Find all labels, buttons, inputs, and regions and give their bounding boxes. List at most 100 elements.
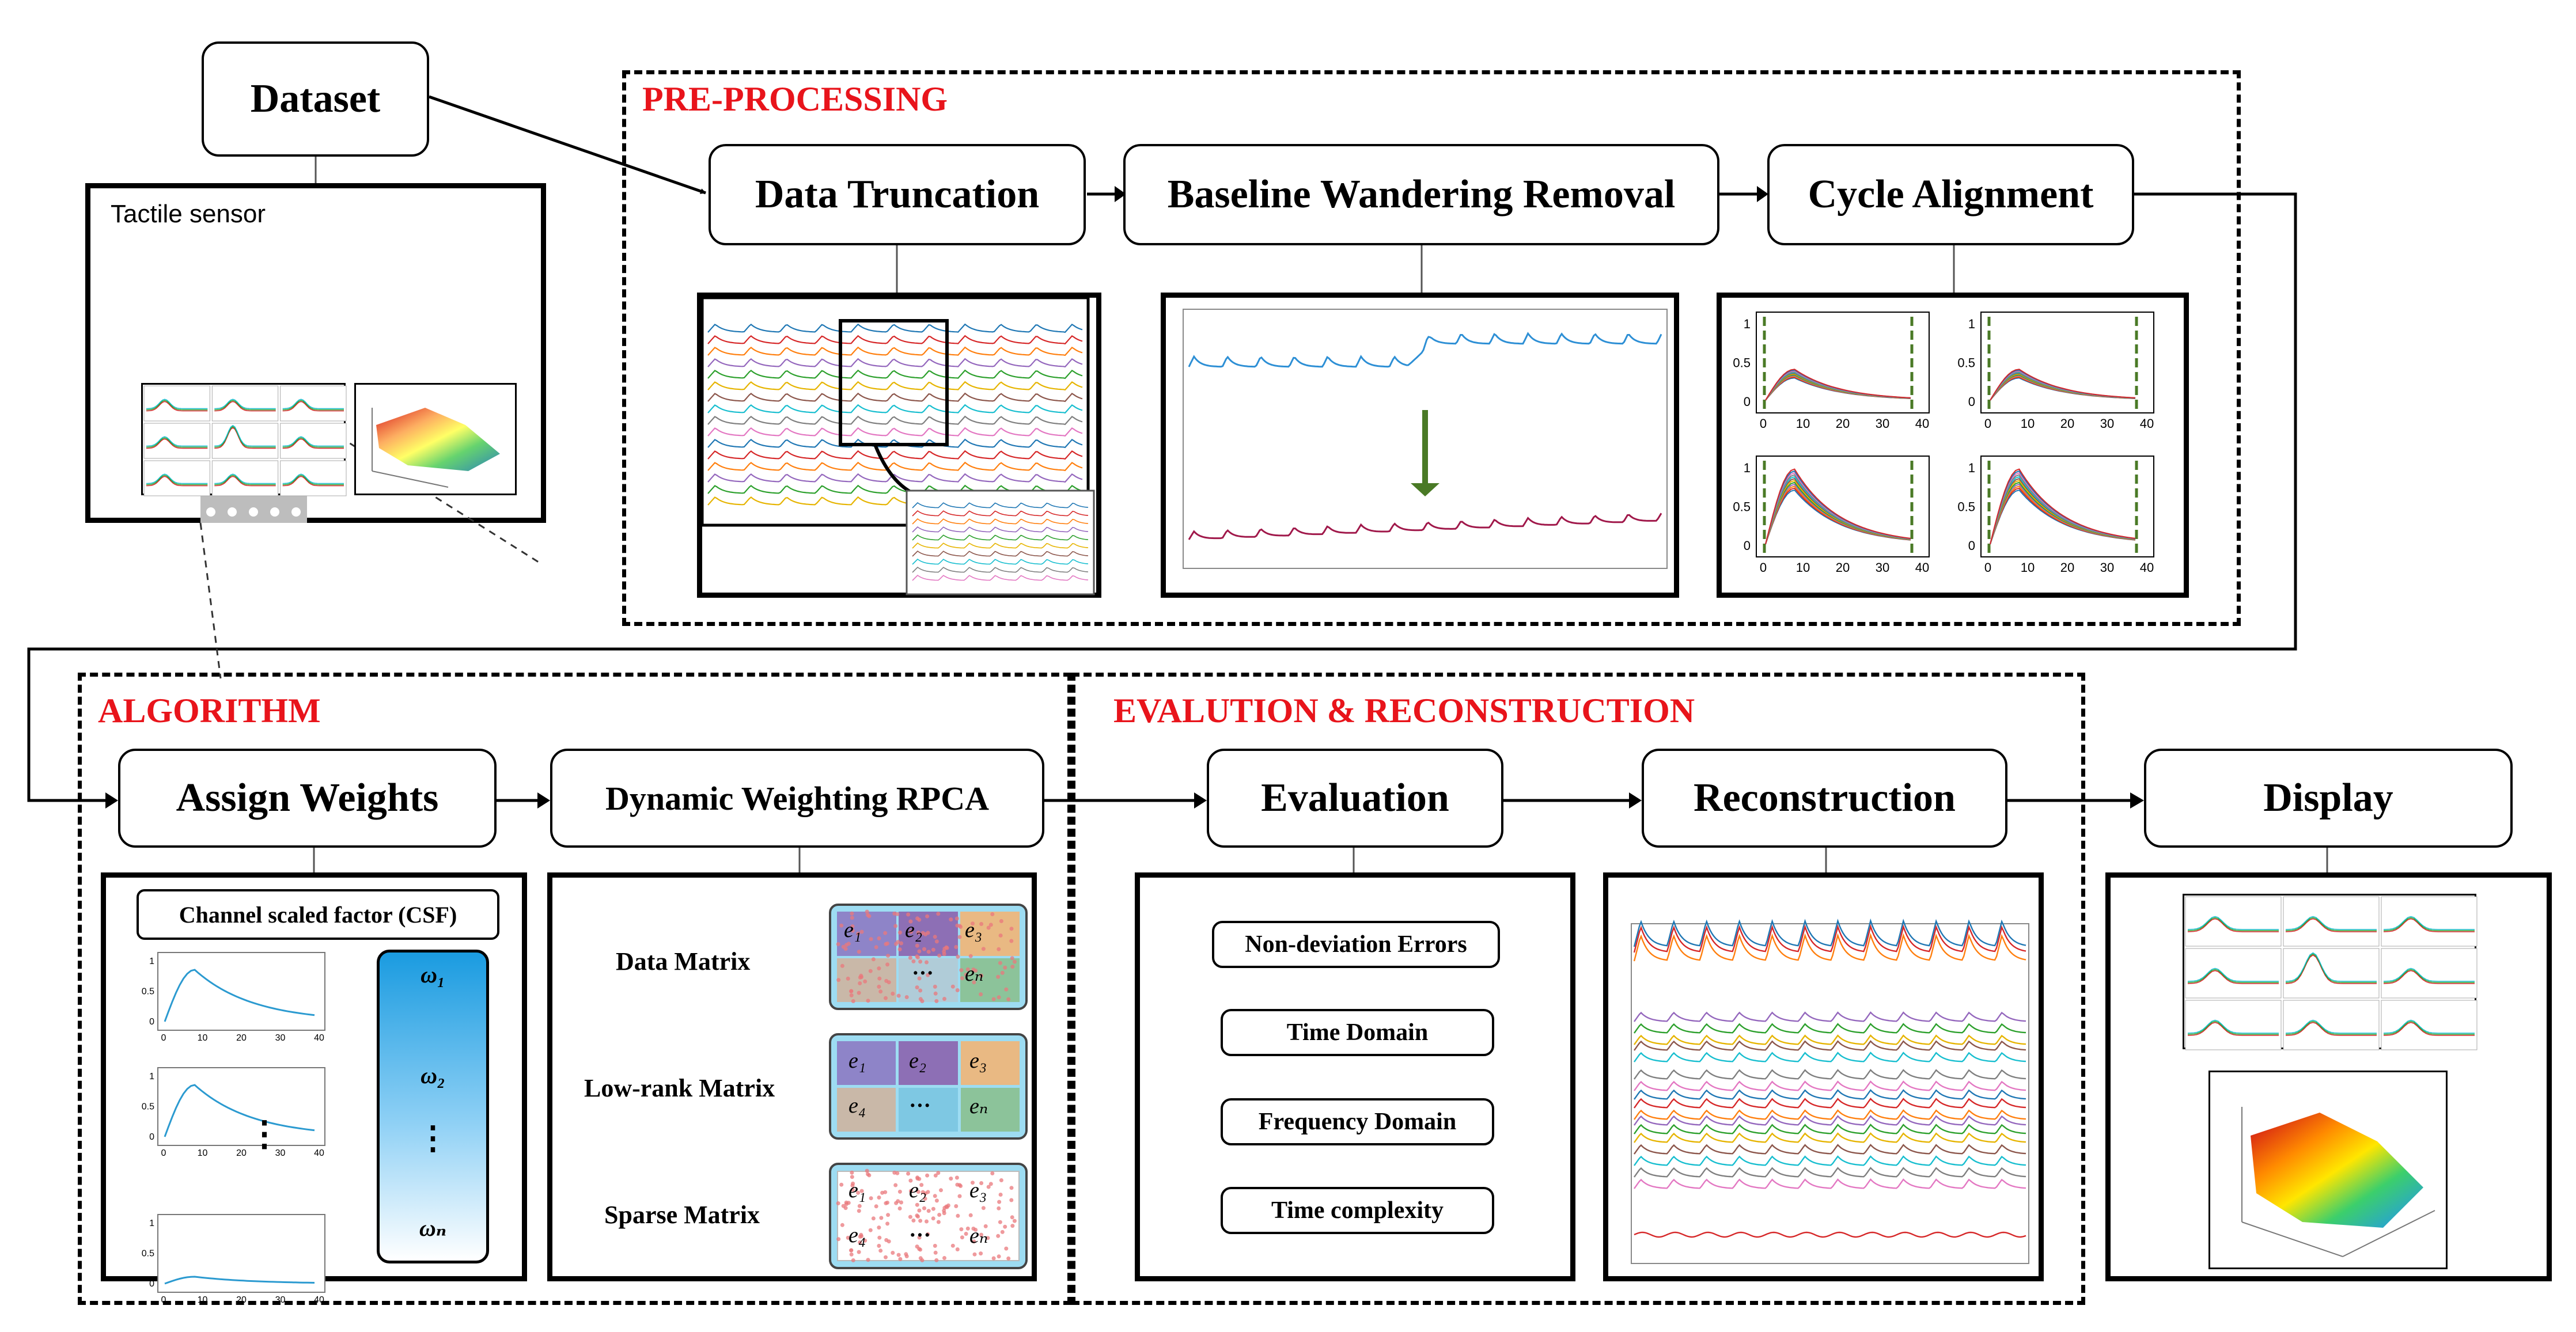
metric-frequency-domain: Frequency Domain: [1221, 1098, 1494, 1145]
low-rank-matrix-label: Low-rank Matrix: [584, 1074, 775, 1102]
sparse-cell-e3: e₃: [969, 1178, 987, 1202]
reconstruction-signal-plot: [1631, 918, 2029, 1264]
lowrank-cell-e3: e₃: [969, 1049, 987, 1073]
data-cell-en: eₙ: [965, 962, 984, 986]
svg-text:0: 0: [1760, 416, 1767, 431]
svg-text:30: 30: [275, 1295, 286, 1305]
svg-text:30: 30: [2100, 416, 2114, 431]
lowrank-cell-e2: e₂: [909, 1049, 927, 1073]
svg-text:1: 1: [1744, 317, 1751, 331]
sparse-cell-ellipsis: ···: [909, 1223, 931, 1247]
csf-label: Channel scaled factor (CSF): [137, 889, 499, 940]
svg-text:0: 0: [1744, 538, 1751, 553]
sensor-dot: [206, 507, 215, 517]
svg-text:30: 30: [275, 1033, 286, 1043]
sensor-dot: [291, 507, 301, 517]
svg-text:0: 0: [1968, 538, 1975, 553]
dataset-panel: Tactile sensor: [85, 183, 546, 679]
svg-text:0: 0: [161, 1033, 166, 1043]
display-channel-plots: [2183, 894, 2477, 1050]
reconstruction-panel: [1603, 872, 2044, 1281]
svg-text:0.5: 0.5: [1733, 356, 1751, 370]
svg-text:20: 20: [2060, 560, 2074, 575]
evaluation-frame: [1071, 673, 2085, 1305]
svg-text:40: 40: [314, 1295, 324, 1305]
svg-text:20: 20: [236, 1033, 247, 1043]
svg-text:20: 20: [1836, 560, 1850, 575]
truncation-signal-plot: [700, 296, 1095, 595]
svg-text:1: 1: [149, 957, 154, 966]
metric-time-domain: Time Domain: [1221, 1009, 1494, 1056]
svg-text:0: 0: [1760, 560, 1767, 575]
svg-text:0.5: 0.5: [1957, 356, 1975, 370]
sensor-dot: [270, 507, 279, 517]
svg-text:0.5: 0.5: [142, 1102, 154, 1112]
display-surface-plot: [2208, 1071, 2448, 1269]
arrow-dataset-truncation: [429, 95, 706, 195]
weight-2: ω₂: [421, 1062, 445, 1088]
truncation-panel: [697, 293, 1101, 598]
sparse-matrix: e₁ e₂ e₃ e₄ ··· eₙ: [829, 1163, 1028, 1269]
svg-text:1: 1: [1744, 461, 1751, 475]
lowrank-cell-e4: e₄: [848, 1094, 866, 1118]
sparse-cell-e4: e₄: [848, 1223, 866, 1247]
svg-text:0: 0: [1968, 394, 1975, 409]
weight-1: ω₁: [421, 962, 445, 988]
svg-text:0: 0: [149, 1279, 154, 1289]
weight-ellipsis: ⋮: [416, 1121, 449, 1156]
data-cell-ellipsis: ···: [912, 961, 934, 985]
assign-weights-node: Assign Weights: [118, 749, 497, 848]
svg-text:40: 40: [2140, 560, 2154, 575]
display-node: Display: [2144, 749, 2513, 848]
svg-text:20: 20: [2060, 416, 2074, 431]
data-cell-e1: e₁: [844, 918, 862, 942]
baseline-signal-plot: [1183, 309, 1668, 569]
svg-text:30: 30: [275, 1148, 286, 1158]
svg-text:20: 20: [236, 1295, 247, 1305]
algorithm-frame: [78, 673, 1071, 1305]
svg-text:0: 0: [149, 1132, 154, 1142]
svg-text:40: 40: [2140, 416, 2154, 431]
svg-text:1: 1: [149, 1219, 154, 1228]
preprocessing-title: PRE-PROCESSING: [642, 80, 948, 118]
sparse-cell-e1: e₁: [848, 1178, 866, 1202]
evaluation-panel: Non-deviation Errors Time Domain Frequen…: [1135, 872, 1575, 1281]
svg-text:1: 1: [1968, 317, 1975, 331]
svg-text:40: 40: [1915, 560, 1929, 575]
svg-text:30: 30: [1876, 416, 1889, 431]
svg-text:0.5: 0.5: [1733, 500, 1751, 514]
svg-text:0: 0: [149, 1017, 154, 1027]
svg-text:0.5: 0.5: [142, 1249, 154, 1259]
sensor-dot: [249, 507, 258, 517]
svg-text:0: 0: [161, 1295, 166, 1305]
svg-text:10: 10: [198, 1295, 208, 1305]
svg-text:0: 0: [1984, 416, 1991, 431]
svg-text:1: 1: [1968, 461, 1975, 475]
svg-text:10: 10: [2021, 416, 2035, 431]
svg-text:30: 30: [2100, 560, 2114, 575]
weights-vector: ω₁ ω₂ ⋮ ωₙ: [377, 950, 489, 1263]
algorithm-title: ALGORITHM: [98, 692, 321, 730]
svg-text:0: 0: [1744, 394, 1751, 409]
baseline-panel: [1161, 293, 1679, 598]
svg-text:20: 20: [1836, 416, 1850, 431]
svg-text:40: 40: [314, 1148, 324, 1158]
sensor-dot: [228, 507, 237, 517]
data-truncation-node: Data Truncation: [709, 144, 1086, 245]
sparse-matrix-label: Sparse Matrix: [604, 1201, 760, 1229]
dynamic-rpca-node: Dynamic Weighting RPCA: [550, 749, 1044, 848]
svg-text:0: 0: [161, 1148, 166, 1158]
baseline-removal-node: Baseline Wandering Removal: [1123, 144, 1719, 245]
lowrank-cell-ellipsis: ···: [909, 1094, 931, 1118]
data-matrix-label: Data Matrix: [616, 947, 751, 976]
evaluation-title: EVALUTION & RECONSTRUCTION: [1113, 692, 1695, 730]
cycle-alignment-node: Cycle Alignment: [1767, 144, 2134, 245]
rpca-panel: Data Matrix Low-rank Matrix Sparse Matri…: [547, 872, 1037, 1281]
display-panel: [2105, 872, 2552, 1281]
metric-non-deviation: Non-deviation Errors: [1212, 921, 1500, 968]
svg-text:0.5: 0.5: [142, 987, 154, 997]
svg-text:40: 40: [1915, 416, 1929, 431]
svg-text:0: 0: [1984, 560, 1991, 575]
